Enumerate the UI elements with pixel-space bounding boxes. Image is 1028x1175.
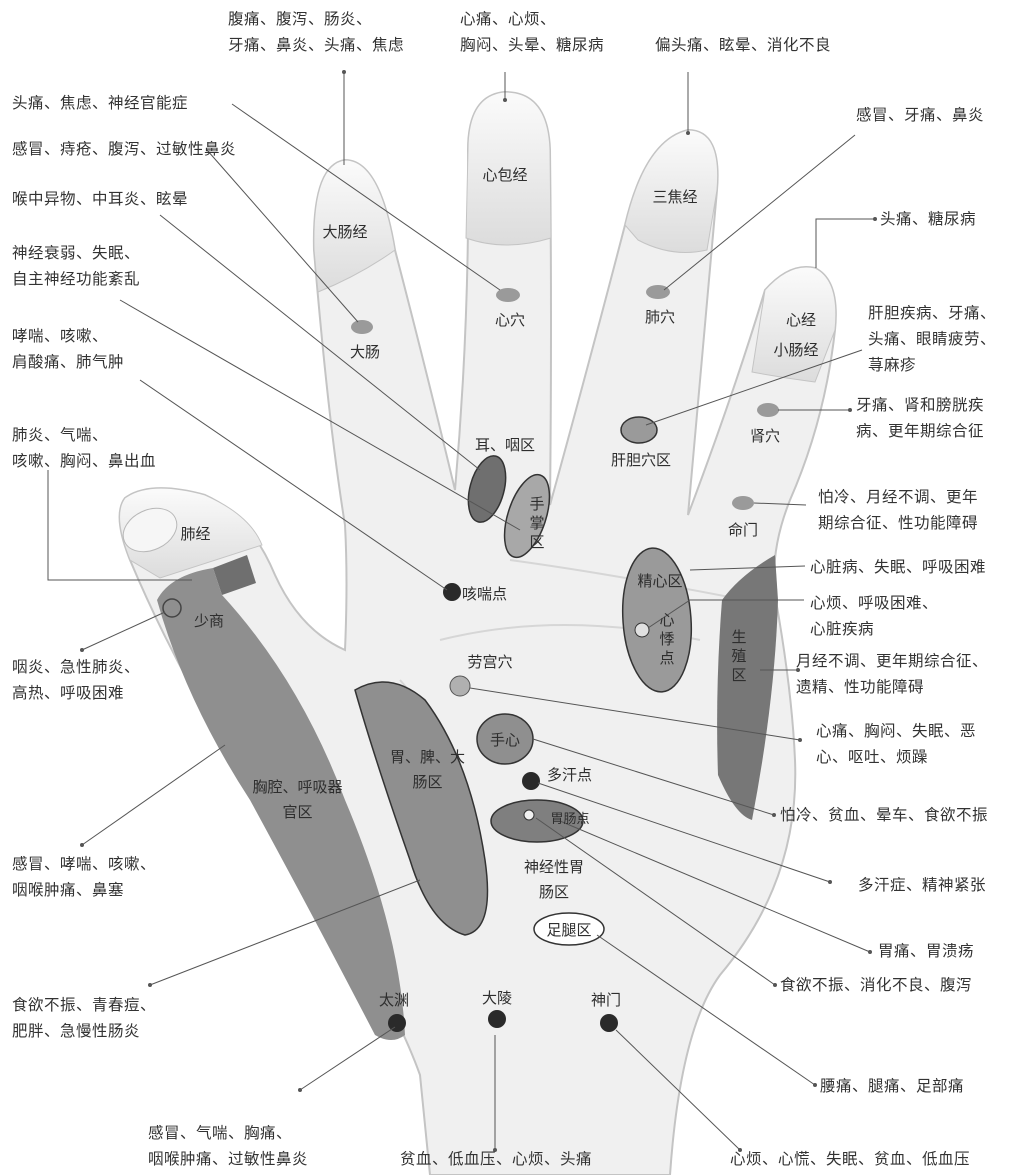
label-daling: 大陵 <box>481 989 512 1007</box>
ring-fingertip <box>624 129 719 253</box>
label-shenmen: 神门 <box>590 991 621 1009</box>
label-heart-meridian: 心经 <box>785 311 816 329</box>
label-xinxue: 心穴 <box>494 311 525 329</box>
daling-point <box>488 1010 506 1028</box>
annotation-right-8: 月经不调、更年期综合征、遗精、性功能障碍 <box>796 652 989 696</box>
annotation-right-7: 心烦、呼吸困难、心脏疾病 <box>810 594 939 638</box>
annotation-right-2: 头痛、糖尿病 <box>880 210 977 228</box>
annotation-bottom-right: 心烦、心慌、失眠、贫血、低血压 <box>730 1150 971 1168</box>
gandan-zone <box>620 416 658 444</box>
label-xinji: 心悸点 <box>659 611 675 667</box>
mingmen-point <box>732 496 754 510</box>
annotation-right-9: 心痛、胸闷、失眠、恶心、呕吐、烦躁 <box>816 722 977 766</box>
label-weipi: 胃、脾、大肠区 <box>389 748 465 791</box>
label-duohan: 多汗点 <box>547 766 593 784</box>
annotation-right-6: 心脏病、失眠、呼吸困难 <box>810 558 987 576</box>
annotation-right-1: 感冒、牙痛、鼻炎 <box>856 106 985 124</box>
annotation-right-14: 腰痛、腿痛、足部痛 <box>820 1077 965 1095</box>
label-mingmen: 命门 <box>727 521 758 539</box>
label-jingxin: 精心区 <box>637 572 683 590</box>
chest-respiratory-zone <box>157 568 405 1040</box>
zutui-zone <box>533 912 605 946</box>
laogong-point <box>449 675 471 697</box>
taiyuan-point <box>388 1014 406 1032</box>
label-kechuan: 咳喘点 <box>462 585 508 603</box>
shenxue-point <box>757 403 779 417</box>
annotation-top-thumb-a: 腹痛、腹泻、肠炎、牙痛、鼻炎、头痛、焦虑 <box>228 10 405 54</box>
label-shenxue: 肾穴 <box>749 427 780 445</box>
label-taiyuan: 太渊 <box>378 991 409 1009</box>
middle-fingertip <box>465 91 552 246</box>
shaoshang-point <box>162 598 182 618</box>
annotation-right-10: 怕冷、贫血、晕车、食欲不振 <box>780 806 989 824</box>
annotation-left-3: 喉中异物、中耳炎、眩晕 <box>12 190 189 208</box>
label-weichang: 胃肠点 <box>550 812 590 827</box>
weichang-zone <box>490 799 584 843</box>
palm-zone <box>503 473 551 559</box>
label-laogong: 劳宫穴 <box>467 653 513 671</box>
label-triple-burner-meridian: 三焦经 <box>652 188 698 206</box>
label-pericardium-meridian: 心包经 <box>482 166 528 184</box>
label-shouxin: 手心 <box>489 731 520 749</box>
thumb-band-dark <box>213 555 256 595</box>
stomach-spleen-zone <box>354 681 489 936</box>
dachang-point <box>351 320 373 334</box>
label-zutui: 足腿区 <box>546 921 592 939</box>
label-dachang: 大肠 <box>349 343 380 361</box>
annotation-left-8: 感冒、哮喘、咳嗽、咽喉肿痛、鼻塞 <box>12 855 157 899</box>
label-er-yan: 耳、咽区 <box>474 436 535 454</box>
annotation-left-9: 食欲不振、青春痘、肥胖、急慢性肠炎 <box>12 996 157 1040</box>
xinxue-point <box>496 288 520 302</box>
feixue-point <box>646 285 670 299</box>
index-fingertip <box>313 159 396 293</box>
annotation-left-7: 咽炎、急性肺炎、高热、呼吸困难 <box>12 658 141 702</box>
label-lung-meridian: 肺经 <box>180 525 211 543</box>
label-shouzhang: 手掌区 <box>529 495 545 551</box>
label-small-intestine-meridian: 小肠经 <box>773 341 819 359</box>
leader-lines <box>47 72 875 1151</box>
reproductive-zone <box>717 555 778 820</box>
annotation-right-4: 牙痛、肾和膀胱疾病、更年期综合征 <box>856 396 985 440</box>
annotation-left-1: 头痛、焦虑、神经官能症 <box>12 94 189 112</box>
kechuan-point <box>443 583 461 601</box>
label-shaoshang: 少商 <box>193 612 224 630</box>
annotation-top-ring: 偏头痛、眩晕、消化不良 <box>655 36 832 54</box>
annotation-top-middle: 心痛、心烦、胸闷、头晕、糖尿病 <box>460 10 605 54</box>
label-feixue: 肺穴 <box>644 308 675 326</box>
label-shengzhi: 生殖区 <box>731 628 747 684</box>
annotation-left-5: 哮喘、咳嗽、肩酸痛、肺气肿 <box>12 327 125 371</box>
annotation-right-11: 多汗症、精神紧张 <box>858 876 987 894</box>
label-large-intestine-meridian: 大肠经 <box>322 223 368 241</box>
annotation-right-3: 肝胆疾病、牙痛、头痛、眼睛疲劳、荨麻疹 <box>868 304 997 374</box>
annotation-bottom-mid: 贫血、低血压、心烦、头痛 <box>400 1150 593 1168</box>
little-fingertip <box>751 266 837 383</box>
label-xiongqiang: 胸腔、呼吸器官区 <box>252 778 343 821</box>
annotation-left-4: 神经衰弱、失眠、自主神经功能紊乱 <box>12 244 141 288</box>
duohan-point <box>522 772 540 790</box>
label-shenjingwei: 神经性胃肠区 <box>523 858 584 901</box>
thumb-nail <box>122 507 178 553</box>
annotation-right-13: 食欲不振、消化不良、腹泻 <box>780 976 973 994</box>
annotation-right-5: 怕冷、月经不调、更年期综合征、性功能障碍 <box>818 488 979 532</box>
annotation-left-2: 感冒、痔疮、腹泻、过敏性鼻炎 <box>12 140 237 158</box>
shenmen-point <box>600 1014 618 1032</box>
weichang-point <box>523 809 535 821</box>
jingxin-zone <box>621 547 693 693</box>
label-gandan: 肝胆穴区 <box>610 451 671 469</box>
annotation-left-6: 肺炎、气喘、咳嗽、胸闷、鼻出血 <box>12 426 157 470</box>
annotation-bottom-left: 感冒、气喘、胸痛、咽喉肿痛、过敏性鼻炎 <box>148 1124 309 1168</box>
leader-dots <box>80 70 877 1152</box>
annotation-right-12: 胃痛、胃溃疡 <box>878 942 975 960</box>
xinji-point <box>634 622 650 638</box>
